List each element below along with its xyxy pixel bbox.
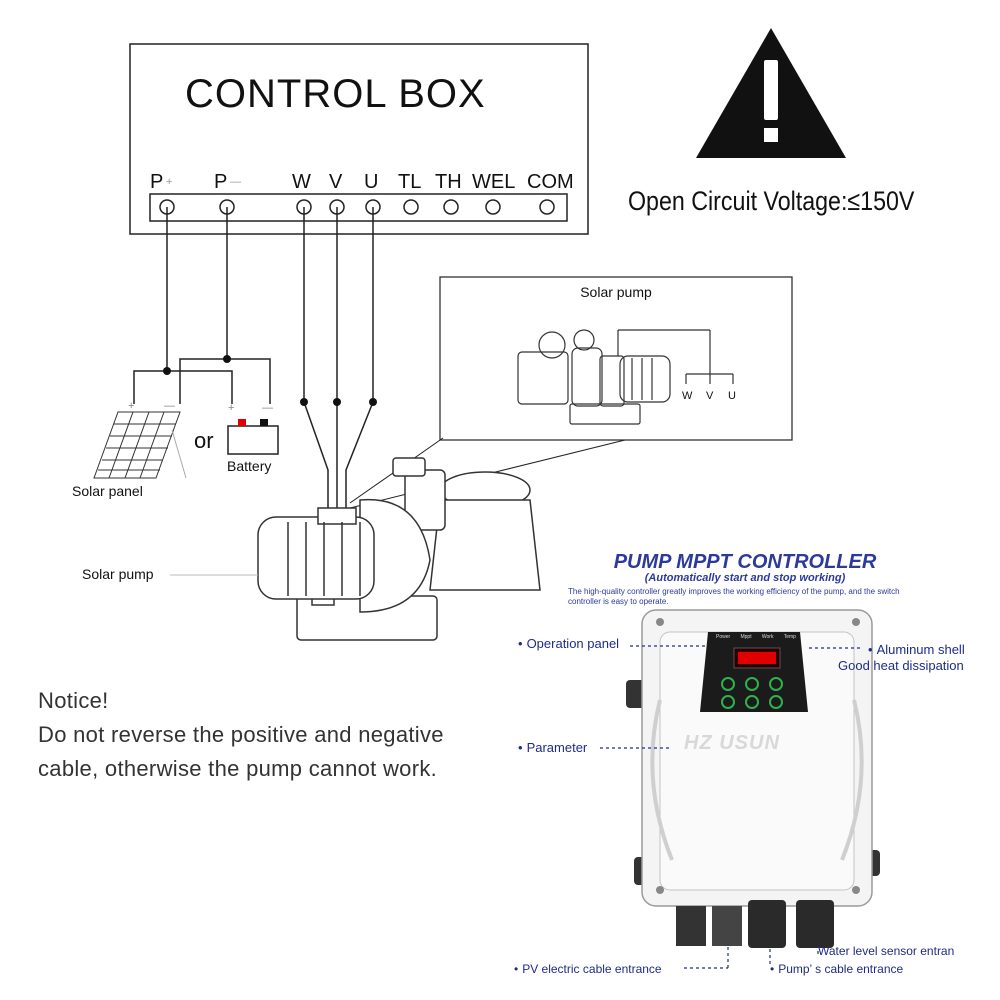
terminal-label-p-plus: P xyxy=(150,171,164,193)
panel-pos-label: + xyxy=(128,400,135,412)
panel-label-work: Work xyxy=(761,634,774,640)
battery-neg-label: — xyxy=(262,402,273,414)
terminal-hole-com xyxy=(539,199,555,215)
junction-dot xyxy=(223,355,231,363)
callout-pv-cable: •PV electric cable entrance xyxy=(514,962,662,976)
callout-pump-cable: •Pump’ s cable entrance xyxy=(770,962,904,976)
panel-label-mppt: Mppt xyxy=(740,634,752,640)
callout-heat: Good heat dissipation xyxy=(838,658,964,673)
notice-title: Notice! xyxy=(38,688,109,713)
inset-frame xyxy=(439,276,793,441)
solar-pump-label: Solar pump xyxy=(82,566,154,582)
control-box-title: CONTROL BOX xyxy=(185,72,486,116)
terminal-hole-th xyxy=(443,199,459,215)
terminal-label-tl: TL xyxy=(398,171,422,193)
warning-triangle-icon xyxy=(696,28,846,158)
battery-pos-label: + xyxy=(228,402,235,414)
inset-pump-icon xyxy=(517,329,710,425)
terminal-label-w: W xyxy=(292,171,311,193)
notice-text: Do not reverse the positive and negative… xyxy=(38,722,444,781)
or-text: or xyxy=(194,428,214,453)
inset-terminal-v: V xyxy=(706,390,714,402)
callout-parameter: •Parameter xyxy=(518,740,588,755)
notice-block: Notice! Do not reverse the positive and … xyxy=(38,684,468,786)
callout-aluminum-shell: •Aluminum shell xyxy=(868,642,965,657)
terminal-strip xyxy=(149,193,568,222)
solar-panel-icon xyxy=(93,411,187,479)
terminal-sub-p-minus: — xyxy=(230,176,241,188)
terminal-label-u: U xyxy=(364,171,379,193)
solar-pump-icon xyxy=(170,457,541,641)
terminal-label-th: TH xyxy=(435,171,462,193)
terminal-sub-p-plus: + xyxy=(166,176,173,188)
battery-label: Battery xyxy=(227,458,272,474)
inset-terminal-u: U xyxy=(728,390,736,402)
controller-device-icon xyxy=(626,609,880,948)
panel-label-temp: Temp xyxy=(783,634,796,640)
terminal-label-wel: WEL xyxy=(472,171,516,193)
inset-title: Solar pump xyxy=(580,284,652,300)
callout-water-level: Water level sensor entran xyxy=(818,944,955,958)
terminal-hole-wel xyxy=(485,199,501,215)
junction-dot xyxy=(300,398,308,406)
terminal-label-v: V xyxy=(329,171,343,193)
motor-wires xyxy=(303,207,374,508)
inset-wires xyxy=(685,330,734,384)
terminal-label-com: COM xyxy=(527,171,574,193)
terminal-label-p-minus: P xyxy=(214,171,228,193)
inset-terminal-w: W xyxy=(682,390,693,402)
controller-subtitle: (Automatically start and stop working) xyxy=(644,572,846,584)
panel-top-labels: Power Mppt Work Temp xyxy=(716,634,796,640)
control-box-frame xyxy=(129,43,589,235)
open-circuit-voltage: Open Circuit Voltage:≤150V xyxy=(628,186,915,216)
controller-description: The high-quality controller greatly impr… xyxy=(568,587,900,606)
controller-buttons xyxy=(721,677,783,709)
panel-neg-label: — xyxy=(164,400,175,412)
junction-dot xyxy=(333,398,341,406)
junction-dot xyxy=(369,398,377,406)
battery-icon xyxy=(227,419,279,455)
power-wires xyxy=(133,207,271,404)
terminal-holes xyxy=(159,199,555,215)
junction-dot xyxy=(163,367,171,375)
callout-operation-panel: •Operation panel xyxy=(518,636,620,651)
terminal-hole-tl xyxy=(403,199,419,215)
controller-title: PUMP MPPT CONTROLLER xyxy=(613,551,877,573)
callout-lines xyxy=(600,645,860,969)
solar-panel-label: Solar panel xyxy=(72,483,143,499)
brand-logo: HZ USUN xyxy=(684,732,780,754)
panel-label-power: Power xyxy=(716,634,731,640)
